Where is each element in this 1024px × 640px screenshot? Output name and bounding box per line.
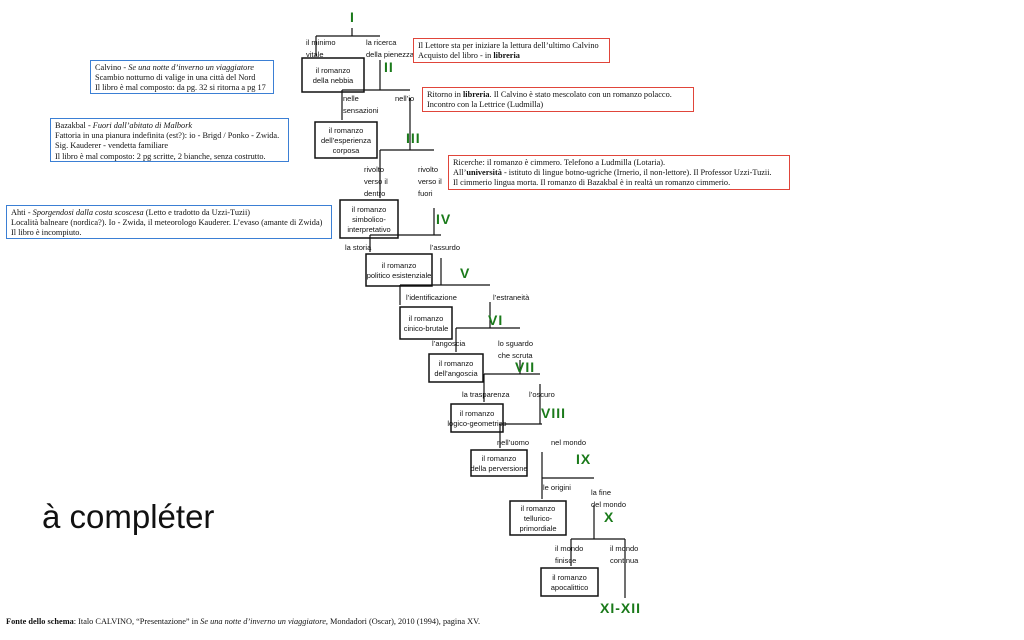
branch-label-right: verso il [418,177,442,186]
branch-label-right: che scruta [498,351,533,360]
roman-numeral-iv: IV [436,211,451,227]
branch-label-right: della pienezza [366,50,415,59]
novel-box-label: cinico-brutale [404,324,449,333]
branch-label-left: l’angoscia [432,339,466,348]
novel-box [365,253,433,287]
novel-box-label: della perversione [470,464,527,473]
novel-box [470,449,528,477]
note-bazakbal: Bazakbal - Fuori dall’abitato di Malbork… [50,118,289,162]
novel-box-label: della nebbia [313,76,354,85]
branch-label-right: nell’io [395,94,414,103]
novel-box [450,403,504,433]
novel-box-label: il romanzo [460,409,495,418]
novel-box-label: dell’angoscia [434,369,478,378]
novel-box-label: tellurico- [524,514,553,523]
note-ritorno: Ritorno in libreria. Il Calvino è stato … [422,87,694,112]
note-ricerche: Ricerche: il romanzo è cimmero. Telefono… [448,155,790,190]
branch-label-right: la ricerca [366,38,397,47]
novel-box-label: politico esistenziale [367,271,432,280]
branch-label-left: rivolto [364,165,384,174]
novel-box [399,306,453,340]
novel-box-label: il romanzo [329,126,364,135]
roman-numeral-vi: VI [488,312,503,328]
note-calvino: Calvino - Se una notte d’inverno un viag… [90,60,274,94]
branch-label-left: l’identificazione [406,293,457,302]
novel-box [314,121,378,159]
novel-box-label: apocalittico [551,583,589,592]
branch-label-right: l’assurdo [430,243,460,252]
novel-box-label: il romanzo [439,359,474,368]
roman-numeral-ii: II [384,59,394,75]
novel-box-label: simbolico- [352,215,386,224]
branch-label-right: la fine [591,488,611,497]
roman-numeral-x: X [604,509,614,525]
branch-label-left: il mondo [555,544,583,553]
novel-box [509,500,567,536]
branch-label-left: dentro [364,189,385,198]
novel-box-label: il romanzo [409,314,444,323]
novel-box-label: corposa [333,146,361,155]
novel-box-label: il romanzo [521,504,556,513]
novel-box-label: il romanzo [352,205,387,214]
branch-label-right: il mondo [610,544,638,553]
roman-numeral-viii: VIII [541,405,566,421]
novel-box-label: il romanzo [552,573,587,582]
note-ahti: Ahti - Sporgendosi dalla costa scoscesa … [6,205,332,239]
branch-label-left: nell’uomo [497,438,529,447]
novel-box-label: il romanzo [316,66,351,75]
branch-label-left: la storia [345,243,372,252]
roman-numeral-ix: IX [576,451,591,467]
branch-label-right: rivolto [418,165,438,174]
novel-box [540,567,599,597]
roman-numeral-v: V [460,265,470,281]
branch-label-left: verso il [364,177,388,186]
novel-box-label: il romanzo [382,261,417,270]
branch-label-left: la trasparenza [462,390,510,399]
branch-label-left: vitale [306,50,324,59]
branch-label-right: l’estraneità [493,293,530,302]
branch-label-left: il minimo [306,38,336,47]
branch-label-left: nelle [343,94,359,103]
branch-label-right: lo sguardo [498,339,533,348]
roman-numeral-vii: VII [515,359,535,375]
novel-box [428,353,484,383]
roman-numeral-xi-xii: XI-XII [600,600,641,616]
novel-box-label: interpretativo [347,225,390,234]
branch-label-right: del mondo [591,500,626,509]
note-lettore: Il Lettore sta per iniziare la lettura d… [413,38,610,63]
branch-label-left: le origini [543,483,571,492]
branch-label-right: l’oscuro [529,390,555,399]
novel-box [339,199,399,239]
novel-box [301,57,365,93]
branch-label-right: fuori [418,189,433,198]
novel-box-label: logico-geometrico [447,419,506,428]
branch-label-left: sensazioni [343,106,379,115]
novel-box-label: il romanzo [482,454,517,463]
roman-numeral-iii: III [406,130,421,146]
branch-label-right: nel mondo [551,438,586,447]
roman-numeral-i: I [350,9,355,25]
source-caption: Fonte dello schema: Italo CALVINO, “Pres… [6,617,481,626]
novel-box-label: dell’esperienza [321,136,372,145]
branch-label-left: finisce [555,556,576,565]
novel-box-label: primordiale [519,524,556,533]
headline: à compléter [42,498,215,535]
